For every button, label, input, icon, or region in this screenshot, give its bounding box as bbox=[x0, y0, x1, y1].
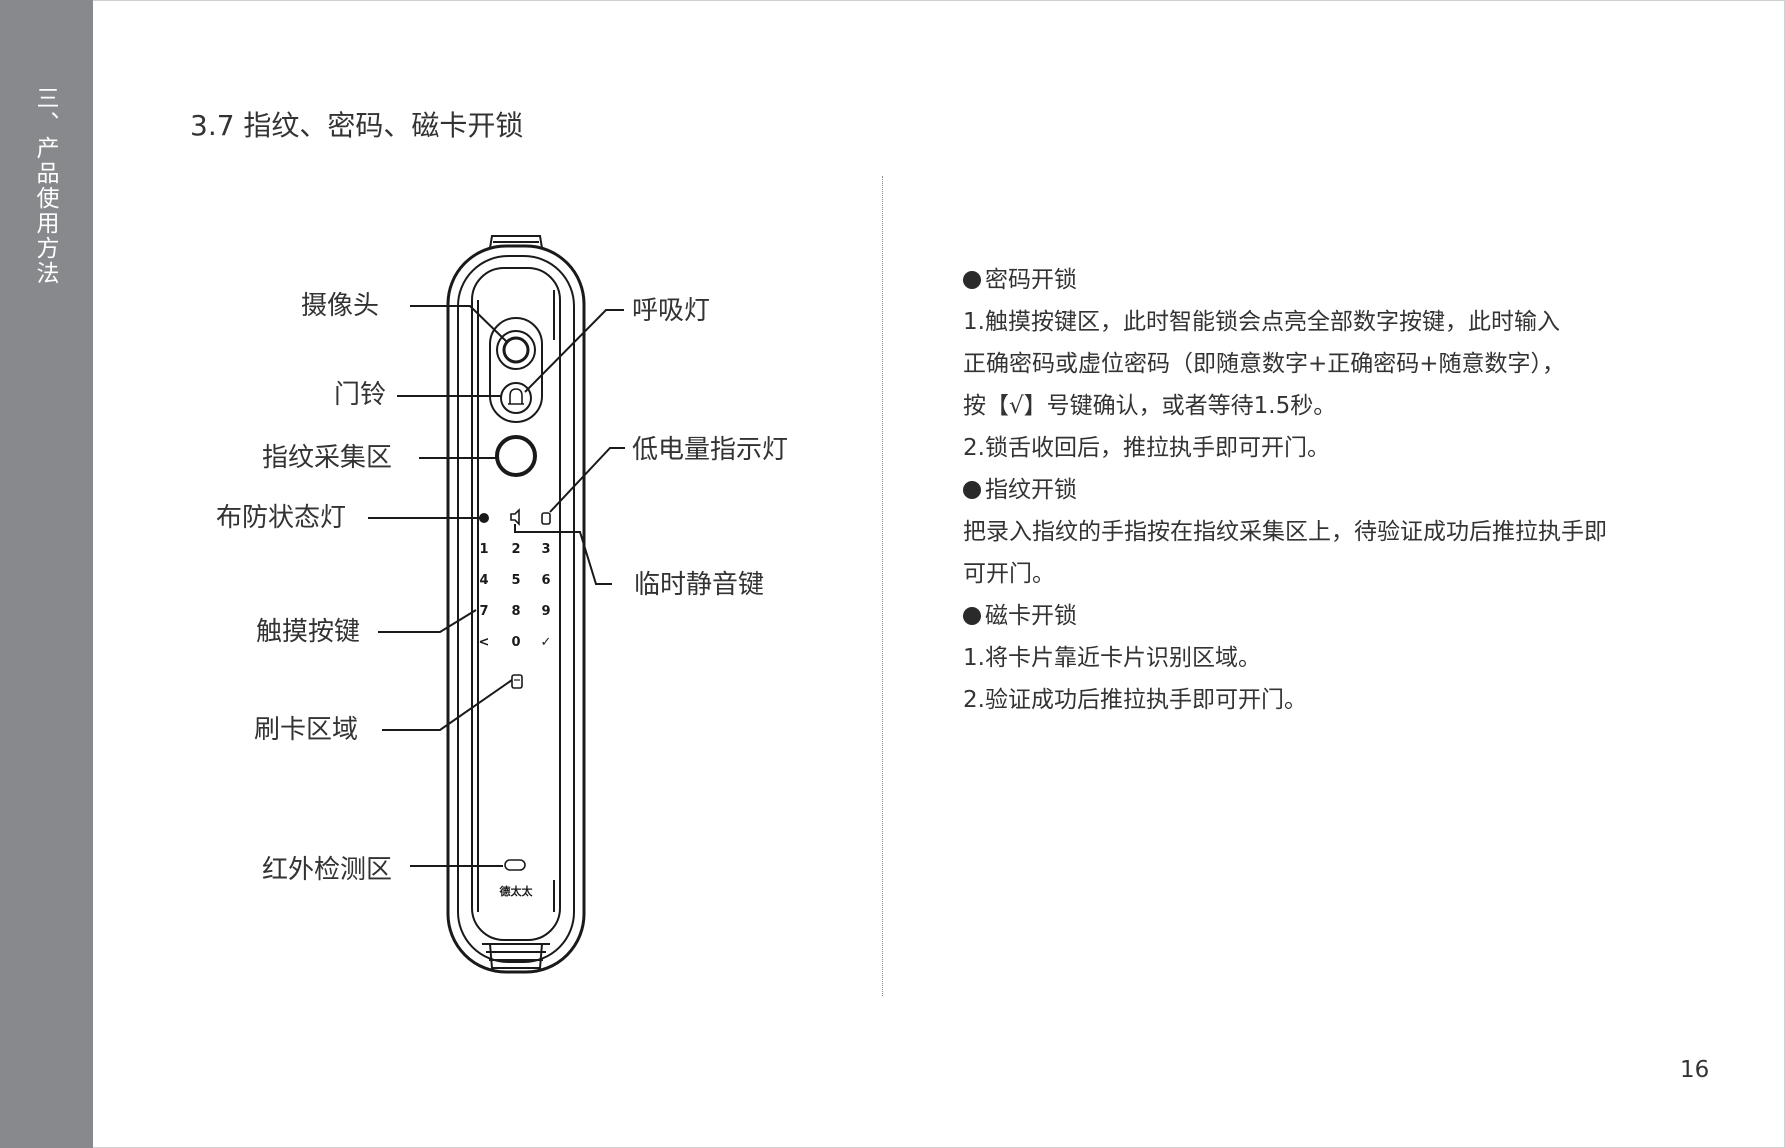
callout-doorbell: 门铃 bbox=[334, 380, 387, 410]
keypad-key: 7 bbox=[479, 604, 488, 619]
leader-card-area bbox=[382, 679, 513, 731]
camera-lens-outer bbox=[496, 330, 536, 370]
leader-mute-key bbox=[514, 524, 612, 585]
arming-status-indicator bbox=[479, 513, 489, 523]
callout-card-area: 刷卡区域 bbox=[254, 715, 359, 745]
section-heading-fingerprint: 指纹开锁 bbox=[963, 473, 1683, 515]
camera-doorbell-module bbox=[489, 317, 543, 423]
bell-icon bbox=[508, 388, 524, 405]
keypad-key: 8 bbox=[511, 604, 520, 619]
leader-camera bbox=[410, 305, 508, 343]
instruction-line: 把录入指纹的手指按在指纹采集区上，待验证成功后推拉执手即 bbox=[963, 519, 1607, 545]
callout-infrared-area: 红外检测区 bbox=[262, 855, 393, 885]
section-title: 3.7 指纹、密码、磁卡开锁 bbox=[190, 109, 524, 142]
keypad-key: ✓ bbox=[541, 635, 552, 650]
instruction-line: 2.锁舌收回后，推拉执手即可开门。 bbox=[963, 435, 1330, 461]
infrared-sensor bbox=[504, 859, 526, 871]
card-reader-icon bbox=[511, 674, 523, 689]
bullet-icon bbox=[963, 607, 981, 625]
keypad-key: 2 bbox=[511, 542, 520, 557]
fingerprint-sensor bbox=[495, 435, 537, 477]
lock-top-cap bbox=[489, 235, 543, 249]
instruction-line: 2.验证成功后推拉执手即可开门。 bbox=[963, 687, 1307, 713]
leader-low-battery bbox=[549, 447, 625, 513]
instruction-line: 可开门。 bbox=[963, 561, 1055, 587]
keypad-key: 5 bbox=[511, 573, 520, 588]
lock-front-panel bbox=[471, 267, 561, 941]
instruction-line: 1.触摸按键区，此时智能锁会点亮全部数字按键，此时输入 bbox=[963, 309, 1560, 335]
camera-lens-inner bbox=[502, 336, 530, 364]
keypad-key: 9 bbox=[541, 604, 550, 619]
section-heading-password: 密码开锁 bbox=[963, 263, 1683, 305]
leader-touch-keys bbox=[378, 609, 477, 633]
callout-fingerprint-area: 指纹采集区 bbox=[262, 443, 393, 473]
keypad-key: 3 bbox=[541, 542, 550, 557]
bullet-icon bbox=[963, 481, 981, 499]
instruction-line: 正确密码或虚位密码（即随意数字+正确密码+随意数字）， bbox=[963, 351, 1566, 377]
callout-breathing-light: 呼吸灯 bbox=[632, 296, 711, 326]
unlock-instructions: 密码开锁 1.触摸按键区，此时智能锁会点亮全部数字按键，此时输入 正确密码或虚位… bbox=[963, 263, 1683, 725]
callout-camera: 摄像头 bbox=[301, 291, 380, 321]
callout-mute-key: 临时静音键 bbox=[634, 570, 765, 600]
instruction-line: 按【√】号键确认，或者等待1.5秒。 bbox=[963, 393, 1337, 419]
column-divider bbox=[882, 176, 883, 996]
callout-low-battery-light: 低电量指示灯 bbox=[632, 435, 789, 465]
bullet-icon bbox=[963, 271, 981, 289]
keypad-key: 1 bbox=[479, 542, 488, 557]
keypad-key: 6 bbox=[541, 573, 550, 588]
page-number: 16 bbox=[1680, 1057, 1710, 1083]
callout-touch-keys: 触摸按键 bbox=[256, 617, 361, 647]
keypad-key: 4 bbox=[479, 573, 488, 588]
leader-breathing-light bbox=[524, 309, 624, 393]
low-battery-indicator bbox=[541, 512, 551, 525]
mute-key-icon bbox=[510, 508, 520, 526]
instruction-line: 1.将卡片靠近卡片识别区域。 bbox=[963, 645, 1261, 671]
doorbell-button bbox=[500, 382, 532, 414]
keypad-key: < bbox=[479, 635, 490, 650]
chapter-side-tab: 三、产品使用方法 bbox=[0, 0, 93, 1148]
callout-arming-light: 布防状态灯 bbox=[216, 503, 347, 533]
chapter-side-tab-label: 三、产品使用方法 bbox=[32, 86, 58, 286]
keypad-key: 0 bbox=[511, 635, 520, 650]
brand-mark: 德太太 bbox=[499, 884, 534, 898]
section-heading-card: 磁卡开锁 bbox=[963, 599, 1683, 641]
lock-outer-bezel bbox=[446, 244, 586, 974]
lock-inner-bezel bbox=[457, 255, 575, 963]
lock-bottom-cap bbox=[489, 943, 543, 969]
